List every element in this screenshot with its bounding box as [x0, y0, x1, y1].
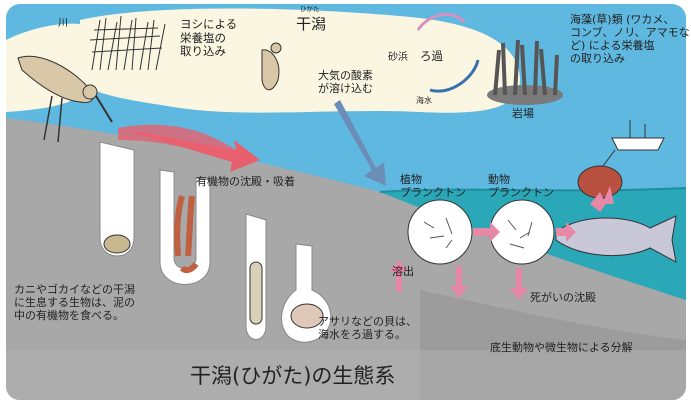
organic-deposition-label: 有機物の沈殿・吸着: [196, 175, 295, 188]
clam-description: アサリなどの貝は、 海水をろ過する。: [318, 315, 417, 341]
small-bird-illustration: [261, 42, 282, 91]
fishing-boat-illustration: [577, 120, 665, 199]
worm-burrow: [159, 169, 211, 285]
crab-worm-description: カニやゴカイなどの干潟 に生息する生物は、泥の 中の有機物を食べる。: [14, 283, 135, 322]
filtration-label: ろ過: [420, 49, 443, 63]
filtration-cycle-arrow-bottom: [429, 59, 480, 93]
reed-grass: [89, 15, 166, 71]
atmospheric-oxygen-label: 大気の酸素 が溶け込む: [318, 69, 373, 95]
dead-matter-sinking-label: 死がいの沈殿: [530, 291, 596, 304]
tidal-flat-ruby: ひがた: [300, 5, 320, 13]
phytoplankton-label: 植物 プランクトン: [400, 173, 466, 199]
sea-surface: [379, 187, 687, 193]
rocks-label: 岩場: [512, 107, 534, 120]
river-label: 川: [58, 18, 68, 29]
sand-beach-label: 砂浜: [388, 52, 408, 63]
crab-burrow: [99, 141, 135, 257]
oxygen-arrow: [334, 100, 386, 186]
decomposition-label: 底生動物や微生物による分解: [490, 341, 633, 354]
zooplankton-shapes: [507, 219, 533, 249]
tidal-flat-label: 干潟: [296, 15, 327, 33]
tidal-flat-area: [80, 8, 520, 113]
seawater-label: 海水: [416, 96, 432, 105]
ragworm: [174, 195, 199, 274]
diagram-title: 干潟(ひがた)の生態系: [190, 364, 396, 388]
crab: [103, 234, 131, 254]
food-chain-arrows: [390, 186, 614, 300]
seaweed-nutrient-uptake-label: 海藻(草)類 (ワカメ、 コンブ、ノリ、アマモな ど) による栄養塩 の取り込み: [570, 13, 690, 65]
filtration-cycle-arrow-top: [416, 13, 466, 31]
zooplankton-label: 動物 プランクトン: [488, 173, 554, 199]
razor-clam: [249, 261, 263, 325]
title-band: [6, 350, 686, 400]
asari-clam: [290, 303, 324, 329]
phytoplankton-circle: [407, 199, 473, 265]
elution-label: 溶出: [392, 265, 414, 278]
reed-nutrient-uptake-label: ヨシによる 栄養塩の 取り込み: [180, 17, 238, 59]
shorebird-illustration: [17, 55, 113, 143]
phytoplankton-shapes: [423, 217, 453, 249]
rocks-with-seaweed: [487, 39, 563, 105]
